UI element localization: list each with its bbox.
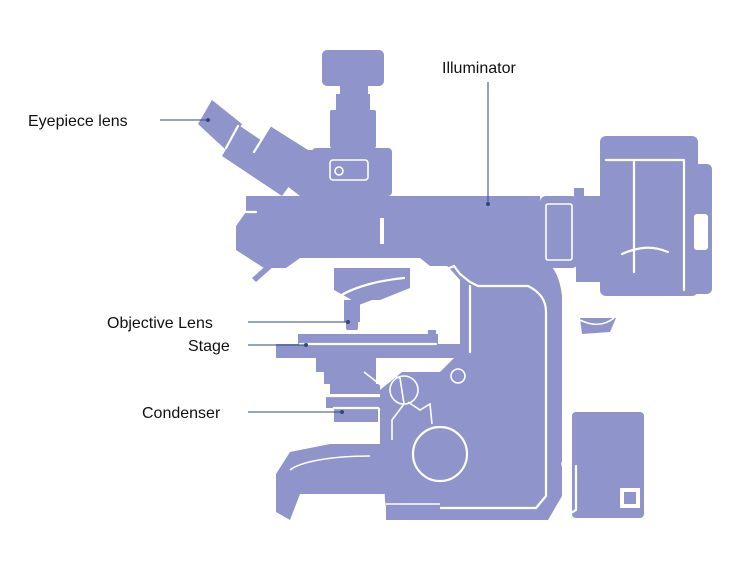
condenser-unit	[324, 384, 382, 422]
label-condenser: Condenser	[142, 405, 221, 422]
label-eyepiece-lens: Eyepiece lens	[28, 113, 128, 130]
leader-lines	[160, 82, 490, 414]
camera-port	[312, 50, 392, 196]
microscope-illustration	[198, 50, 712, 520]
labels: Eyepiece lens Illuminator Objective Lens…	[28, 60, 516, 422]
main-arm	[236, 196, 540, 282]
pillar-and-base	[276, 258, 562, 520]
label-illuminator: Illuminator	[442, 60, 516, 77]
lamp-housing	[540, 136, 712, 334]
label-objective-lens: Objective Lens	[107, 315, 213, 332]
eyepiece-tube	[198, 100, 318, 196]
stage-platform	[276, 330, 466, 384]
nosepiece	[334, 268, 410, 330]
power-box	[561, 412, 644, 518]
label-stage: Stage	[188, 338, 230, 355]
